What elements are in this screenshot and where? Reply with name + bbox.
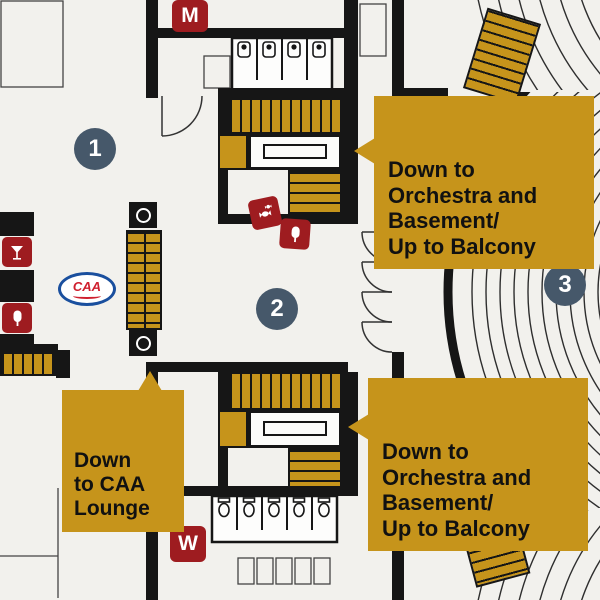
wall-segment bbox=[404, 88, 448, 98]
ice-cream-bar-icon bbox=[13, 310, 22, 326]
callout-pointer-up bbox=[138, 371, 162, 391]
south-elevator bbox=[248, 410, 342, 448]
wall-segment bbox=[0, 270, 34, 302]
wall-segment bbox=[218, 88, 358, 98]
area-marker-1-label: 1 bbox=[88, 135, 102, 162]
callout-north-text: Down to Orchestra and Basement/ Up to Ba… bbox=[388, 157, 538, 259]
caa-lounge-staircase bbox=[0, 352, 56, 376]
caa-logo: CAA bbox=[58, 272, 116, 306]
wall-segment bbox=[218, 170, 228, 224]
area-marker-1: 1 bbox=[74, 128, 116, 170]
wall-segment bbox=[342, 98, 358, 222]
callout-south-text: Down to Orchestra and Basement/ Up to Ba… bbox=[382, 439, 532, 541]
martini-glass-icon bbox=[11, 246, 23, 260]
wall-segment bbox=[146, 486, 358, 496]
caa-logo-text: CAA bbox=[72, 278, 102, 294]
area-marker-2: 2 bbox=[256, 288, 298, 330]
womens-washroom-badge: W bbox=[170, 526, 206, 562]
wall-segment bbox=[146, 362, 348, 372]
callout-caa-text: Down to CAA Lounge bbox=[74, 448, 150, 521]
wall-segment bbox=[344, 0, 358, 98]
wall-segment bbox=[0, 212, 34, 236]
elevator-car bbox=[263, 144, 327, 159]
wall-segment bbox=[0, 344, 58, 352]
wall-segment bbox=[146, 0, 158, 98]
wall-segment bbox=[158, 28, 348, 38]
north-staircase-upper bbox=[228, 98, 342, 134]
area-marker-3-label: 3 bbox=[558, 271, 572, 298]
candy-badge bbox=[247, 195, 283, 231]
area-marker-2-label: 2 bbox=[270, 295, 284, 322]
wall-segment bbox=[218, 448, 228, 496]
area-marker-3: 3 bbox=[544, 264, 586, 306]
stair-column-top bbox=[129, 202, 157, 228]
callout-south-elevator: Down to Orchestra and Basement/ Up to Ba… bbox=[348, 378, 588, 552]
mens-washroom-label: M bbox=[181, 4, 199, 27]
caa-logo-swoosh bbox=[73, 293, 101, 299]
womens-washroom-label: W bbox=[178, 532, 198, 555]
ice-cream-badge-center bbox=[278, 217, 312, 251]
callout-pointer-left bbox=[348, 414, 369, 440]
south-elevator-landing bbox=[218, 410, 248, 448]
stair-handrail bbox=[144, 232, 146, 328]
callout-north-elevator: Down to Orchestra and Basement/ Up to Ba… bbox=[354, 96, 594, 270]
north-elevator bbox=[248, 134, 342, 170]
wall-segment bbox=[56, 350, 70, 378]
north-elevator-landing bbox=[218, 134, 248, 170]
wrapped-candy-icon bbox=[258, 204, 272, 218]
south-staircase-upper bbox=[228, 372, 342, 410]
elevator-car bbox=[263, 421, 327, 436]
mens-washroom-badge: M bbox=[172, 0, 208, 32]
callout-caa-lounge: Down to CAA Lounge bbox=[62, 371, 184, 532]
north-staircase-lower bbox=[288, 170, 342, 214]
wall-segment bbox=[218, 98, 228, 134]
ice-cream-badge-left bbox=[2, 303, 32, 333]
column-ring bbox=[135, 207, 151, 223]
minor-room-outlines bbox=[0, 0, 387, 598]
mens-stalls bbox=[230, 36, 334, 92]
bar-badge bbox=[2, 237, 32, 267]
callout-pointer-left bbox=[354, 138, 375, 164]
column-ring bbox=[135, 335, 151, 351]
wall-segment bbox=[218, 372, 228, 410]
lobby-grand-staircase bbox=[126, 230, 162, 330]
ice-cream-bar-icon bbox=[291, 226, 300, 243]
south-staircase-lower bbox=[288, 448, 342, 488]
stair-column-bottom bbox=[129, 330, 157, 356]
womens-stalls bbox=[210, 494, 339, 544]
